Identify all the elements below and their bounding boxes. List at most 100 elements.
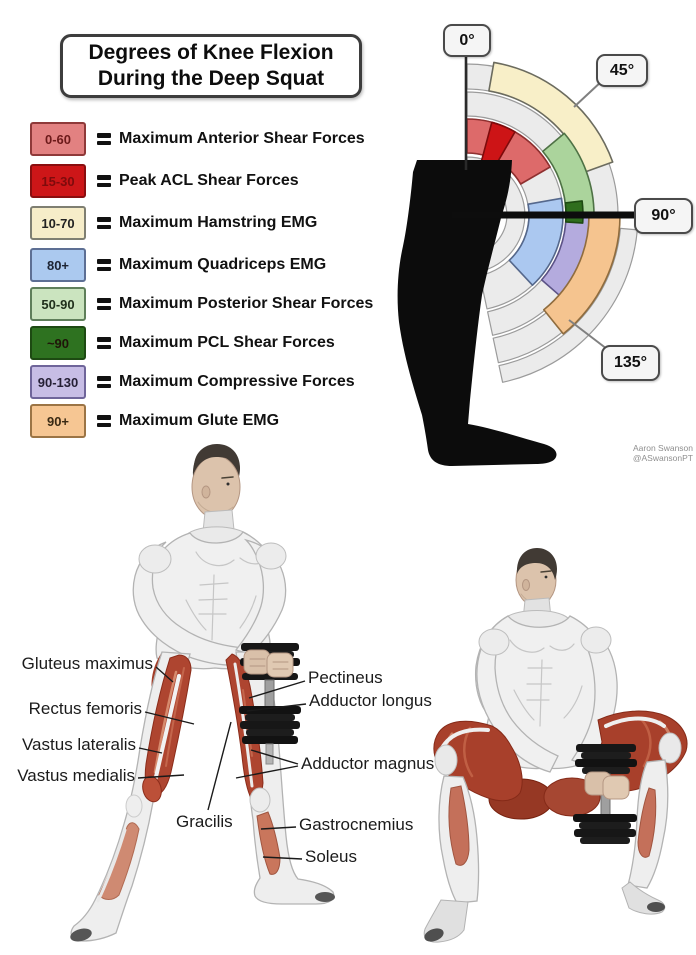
legend-swatch: 90+ xyxy=(30,404,86,438)
legend-item-hamstring-emg: 10-70 Maximum Hamstring EMG xyxy=(30,206,318,240)
knee-cap-left xyxy=(434,744,458,776)
title-line-1: Degrees of Knee Flexion xyxy=(88,41,334,64)
right-it-band xyxy=(604,716,666,728)
legend-swatch: 15-30 xyxy=(30,164,86,198)
legend-label: Maximum Hamstring EMG xyxy=(119,214,318,231)
attribution-handle: @ASwansonPT xyxy=(632,453,693,463)
right-deltoid xyxy=(580,626,612,654)
attribution-name: Aaron Swanson xyxy=(632,443,693,453)
pointer-pectineus xyxy=(248,680,306,699)
legend-swatch: 80+ xyxy=(30,248,86,282)
leg-silhouette xyxy=(397,160,557,466)
equals-icon xyxy=(97,337,111,349)
left-arm xyxy=(132,541,245,666)
pointer-soleus xyxy=(262,856,303,860)
equals-icon xyxy=(97,376,111,388)
pointer-gastrocnemius xyxy=(260,826,297,830)
legend-swatch: 50-90 xyxy=(30,287,86,321)
toes-left xyxy=(70,928,92,942)
muscle-label-gluteus-maximus: Gluteus maximus xyxy=(21,654,153,673)
dumbbell-handle xyxy=(264,679,275,709)
arc-segment-90+ xyxy=(543,214,621,335)
finger-lines xyxy=(249,658,289,670)
figure-squatting xyxy=(423,548,688,943)
legend-item-posterior-shear: 50-90 Maximum Posterior Shear Forces xyxy=(30,287,374,321)
brow xyxy=(540,570,552,573)
pointer-adductor-magnus-2 xyxy=(235,765,299,779)
knee-cap-right xyxy=(658,732,682,764)
legend-item-acl-shear: 15-30 Peak ACL Shear Forces xyxy=(30,164,299,198)
angle-label-135: 135° xyxy=(601,345,660,381)
legend-item-glute-emg: 90+ Maximum Glute EMG xyxy=(30,404,279,438)
vastus-medialis-red xyxy=(142,775,162,803)
equals-icon xyxy=(97,175,111,187)
brow xyxy=(221,476,234,479)
equals-icon xyxy=(97,259,111,271)
muscle-label-gastrocnemius: Gastrocnemius xyxy=(299,815,414,834)
right-deltoid xyxy=(255,542,287,570)
eye xyxy=(226,482,230,486)
hair xyxy=(516,548,557,580)
pointer-gracilis xyxy=(207,721,232,811)
legend-label: Maximum Posterior Shear Forces xyxy=(119,295,374,312)
legend-label: Maximum PCL Shear Forces xyxy=(119,334,335,351)
legend-item-anterior-shear: 0-60 Maximum Anterior Shear Forces xyxy=(30,122,365,156)
legend-item-pcl-shear: ~90 Maximum PCL Shear Forces xyxy=(30,326,335,360)
pointer-adductor-longus xyxy=(246,703,307,712)
head xyxy=(191,455,241,519)
knee-left xyxy=(125,794,143,818)
dumbbell-rod xyxy=(265,743,274,765)
legend-swatch: 10-70 xyxy=(30,206,86,240)
title-box: Degrees of Knee Flexion During the Deep … xyxy=(60,34,362,98)
figure-standing xyxy=(70,444,335,942)
quad-streak-2 xyxy=(165,667,185,767)
pointer-gluteus-maximus xyxy=(155,666,174,683)
ear xyxy=(201,485,211,499)
muscle-label-adductor-magnus: Adductor magnus xyxy=(301,754,435,773)
right-toes xyxy=(647,902,665,912)
angle-label-90: 90° xyxy=(634,198,693,234)
hand-left xyxy=(243,649,271,675)
muscle-label-gracilis: Gracilis xyxy=(176,812,233,831)
pointer-vastus-medialis xyxy=(137,774,185,779)
left-toes xyxy=(424,928,444,942)
legend-label: Maximum Quadriceps EMG xyxy=(119,256,327,273)
equals-icon xyxy=(97,415,111,427)
pointer-adductor-magnus-1 xyxy=(250,749,299,765)
legend-item-compressive-forces: 90-130 Maximum Compressive Forces xyxy=(30,365,355,399)
right-calf-red xyxy=(637,787,657,858)
torso-muscle-lines xyxy=(509,639,583,727)
angle-label-0: 0° xyxy=(443,24,491,57)
pointer-rectus-femoris xyxy=(144,711,195,725)
pointer-vastus-lateralis xyxy=(138,747,163,754)
equals-icon xyxy=(97,298,111,310)
muscle-label-vastus-lateralis: Vastus lateralis xyxy=(21,735,136,754)
muscle-pointer-lines xyxy=(137,666,307,860)
legend-swatch: 90-130 xyxy=(30,365,86,399)
angle-label-45: 45° xyxy=(596,54,648,87)
arc-segment-80+ xyxy=(508,197,564,286)
legend-label: Maximum Anterior Shear Forces xyxy=(119,130,365,147)
muscle-label-adductor-longus: Adductor longus xyxy=(309,691,432,710)
muscle-label-soleus: Soleus xyxy=(305,847,357,866)
muscle-label-vastus-medialis: Vastus medialis xyxy=(17,766,135,785)
hand-right xyxy=(602,775,630,800)
left-deltoid xyxy=(138,544,172,574)
hair-top xyxy=(192,446,240,476)
left-calf-red xyxy=(448,785,470,866)
shin-white-left xyxy=(96,828,127,903)
hand-right xyxy=(266,652,294,678)
right-thigh-streak2 xyxy=(638,716,652,768)
knee-right xyxy=(249,787,271,813)
connector-135 xyxy=(568,319,608,350)
ear xyxy=(522,579,530,591)
attribution: Aaron Swanson @ASwansonPT xyxy=(633,443,693,463)
left-deltoid xyxy=(478,628,510,656)
legend-swatch: ~90 xyxy=(30,326,86,360)
flexion-arc-segments xyxy=(466,61,638,383)
equals-icon xyxy=(97,133,111,145)
legend-label: Peak ACL Shear Forces xyxy=(119,172,299,189)
arc-segment-10-70 xyxy=(488,61,614,173)
